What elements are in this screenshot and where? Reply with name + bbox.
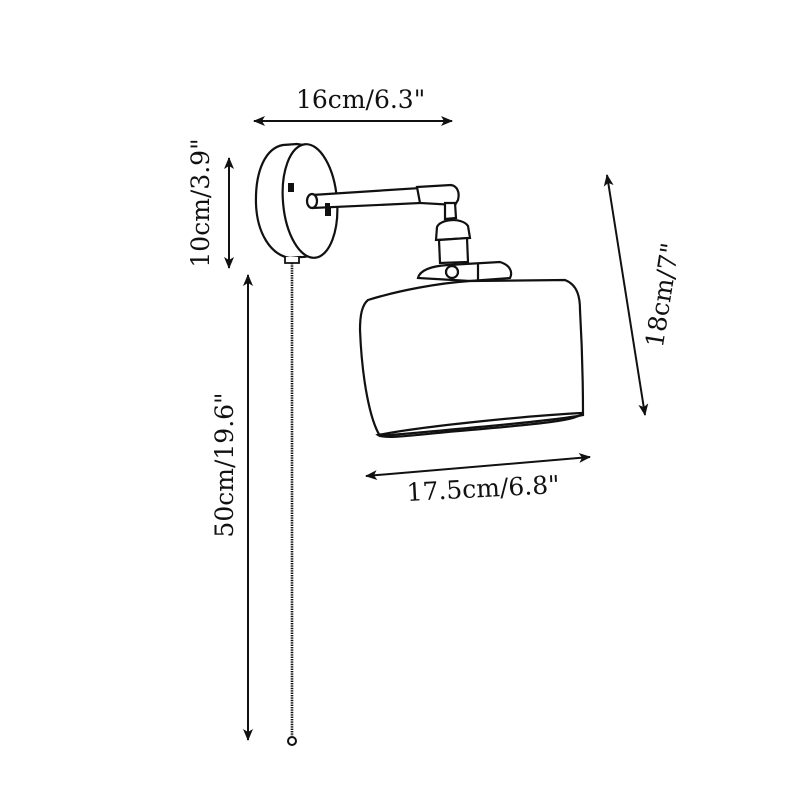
chain-length-label: 50cm/19.6": [210, 392, 239, 538]
backplate-height-label: 10cm/3.9": [186, 138, 215, 268]
screw-hole-icon: [325, 207, 331, 216]
shade-height-arrow: [603, 174, 649, 416]
pull-ring-icon: [287, 736, 297, 746]
screw-hole-icon: [288, 183, 294, 192]
arm-length-label: 16cm/6.3": [296, 85, 426, 114]
shade-width-label: 17.5cm/6.8": [405, 469, 561, 507]
lamp-socket: [416, 201, 513, 283]
pull-chain: [287, 263, 297, 746]
shade-width-arrow: [365, 452, 591, 481]
shade: [358, 278, 585, 438]
